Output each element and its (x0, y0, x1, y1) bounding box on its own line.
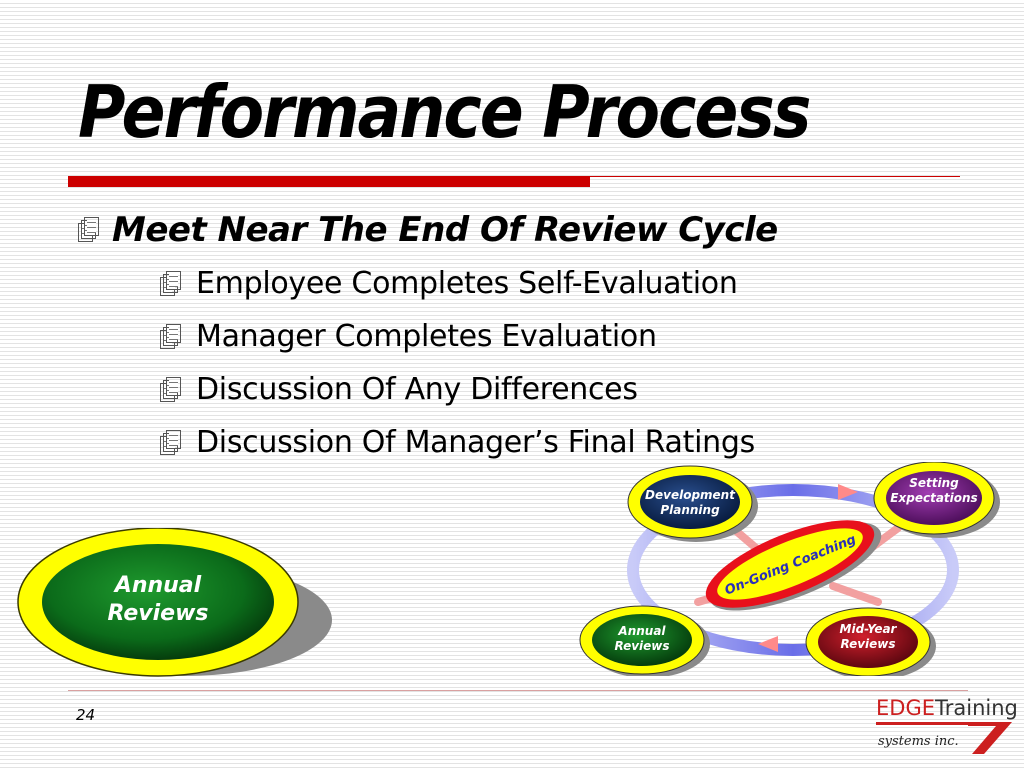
sub-bullet-text: Manager Completes Evaluation (196, 319, 657, 354)
slide-title: Performance Process (78, 70, 811, 154)
stacked-pages-icon (160, 376, 182, 403)
annual-reviews-badge: Annual Reviews (16, 527, 332, 680)
annual-reviews-node: Annual Reviews (614, 624, 670, 653)
annual-badge-graphic (17, 527, 332, 677)
edge-training-logo: EDGETraining systems inc. (872, 690, 1020, 762)
sub-bullet: Manager Completes Evaluation (160, 319, 657, 354)
annual-badge-label: Annual Reviews (107, 573, 209, 626)
main-bullet-text: Meet Near The End Of Review Cycle (112, 210, 778, 250)
performance-cycle-diagram: On-Going Coaching Development Planning S… (578, 462, 1004, 676)
stacked-pages-icon (160, 323, 182, 350)
sub-bullet-text: Discussion Of Any Differences (196, 372, 638, 407)
sub-bullet: Discussion Of Any Differences (160, 372, 638, 407)
stacked-pages-icon (160, 270, 182, 297)
mid-year-reviews-node: Mid-Year Reviews (839, 622, 897, 651)
logo-swoosh-icon (876, 722, 1012, 754)
title-underline-thin (590, 176, 960, 177)
stacked-pages-icon (160, 429, 182, 456)
page-number: 24 (76, 706, 96, 724)
sub-bullet-text: Discussion Of Manager’s Final Ratings (196, 425, 755, 460)
sub-bullet-text: Employee Completes Self-Evaluation (196, 266, 738, 301)
main-bullet: Meet Near The End Of Review Cycle (78, 210, 778, 250)
sub-bullet: Discussion Of Manager’s Final Ratings (160, 425, 755, 460)
title-underline (68, 176, 590, 187)
sub-bullet: Employee Completes Self-Evaluation (160, 266, 738, 301)
development-planning-node: Development Planning (645, 488, 735, 517)
setting-expectations-node: Setting Expectations (890, 476, 978, 505)
footer-divider (68, 690, 968, 691)
stacked-pages-icon (78, 217, 100, 243)
logo-wordmark: EDGETraining (876, 696, 1018, 720)
cycle-graphic: On-Going Coaching (579, 462, 1000, 676)
logo-tagline: systems inc. (878, 734, 959, 749)
